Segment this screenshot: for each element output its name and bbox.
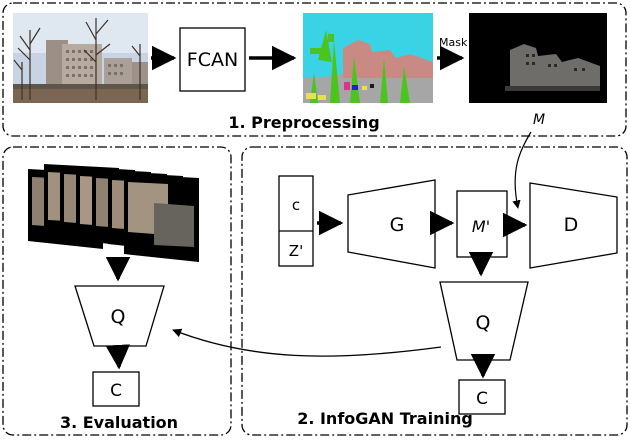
street-photo: [13, 13, 148, 103]
evaluation-c-box: [92, 371, 140, 407]
preprocessing-section-border: [2, 2, 627, 137]
evaluation-q-label: Q: [111, 306, 126, 328]
training-q-shape: [439, 281, 529, 361]
c-input-label: c: [292, 196, 300, 214]
discriminator-label: D: [564, 214, 579, 236]
latent-input-box: [278, 175, 314, 267]
evaluation-q-shape: [74, 285, 165, 347]
fcan-label: FCAN: [187, 49, 238, 71]
training-q-label: Q: [476, 312, 491, 334]
mask-to-discriminator-arrow: [512, 131, 532, 209]
mask-label: Mask: [439, 36, 468, 49]
q-transfer-arrow: [172, 328, 442, 357]
z-input-label: Z': [289, 242, 303, 260]
evaluation-section-border: [2, 146, 232, 436]
mprime-box: [456, 190, 508, 258]
masked-image: [469, 13, 607, 103]
training-section-border: [241, 146, 628, 436]
training-c-label: C: [476, 389, 488, 409]
m-label: M: [533, 112, 545, 128]
evaluation-title: 3. Evaluation: [60, 413, 178, 432]
discriminator-shape: [529, 182, 618, 269]
training-c-box: [458, 379, 506, 415]
generator-label: G: [390, 214, 405, 236]
generator-shape: [347, 179, 436, 269]
evaluation-q-to-c-arrow: [105, 344, 131, 370]
preprocessing-title: 1. Preprocessing: [228, 113, 379, 132]
evaluation-c-label: C: [110, 381, 122, 401]
generated-images-stack: [28, 164, 199, 262]
training-title: 2. InfoGAN Training: [297, 409, 473, 428]
segmentation-map: [303, 13, 433, 103]
fcan-box: [179, 27, 246, 92]
mprime-label: M': [472, 217, 490, 236]
